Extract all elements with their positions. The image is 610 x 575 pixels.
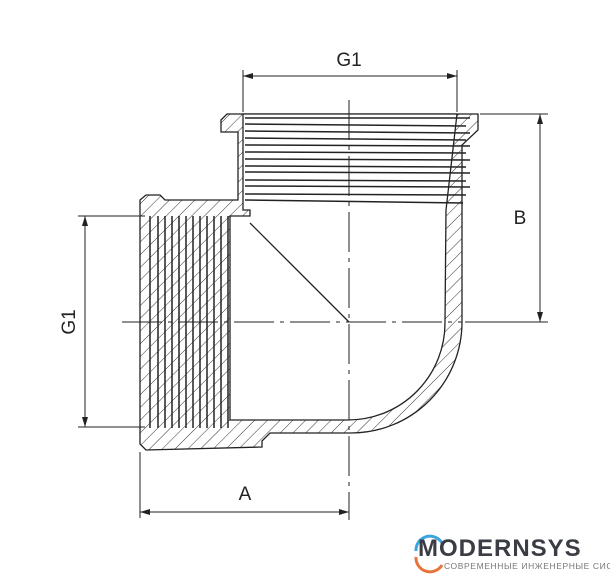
logo-arc-icon xyxy=(414,534,444,574)
dimension-left-label: G1 xyxy=(59,309,80,334)
modernsys-logo: MODERNSYS СОВРЕМЕННЫЕ ИНЖЕНЕРНЫЕ СИСТЕМЫ xyxy=(410,533,610,575)
dimension-top-label: G1 xyxy=(336,50,361,71)
logo-name: MODERNSYS xyxy=(418,535,582,562)
logo-tagline: СОВРЕМЕННЫЕ ИНЖЕНЕРНЫЕ СИСТЕМЫ xyxy=(444,561,610,571)
fitting-bore xyxy=(229,113,458,421)
top-thread xyxy=(244,117,471,204)
dimension-right-label: B xyxy=(514,208,527,229)
dimension-bottom-label: A xyxy=(239,484,252,505)
